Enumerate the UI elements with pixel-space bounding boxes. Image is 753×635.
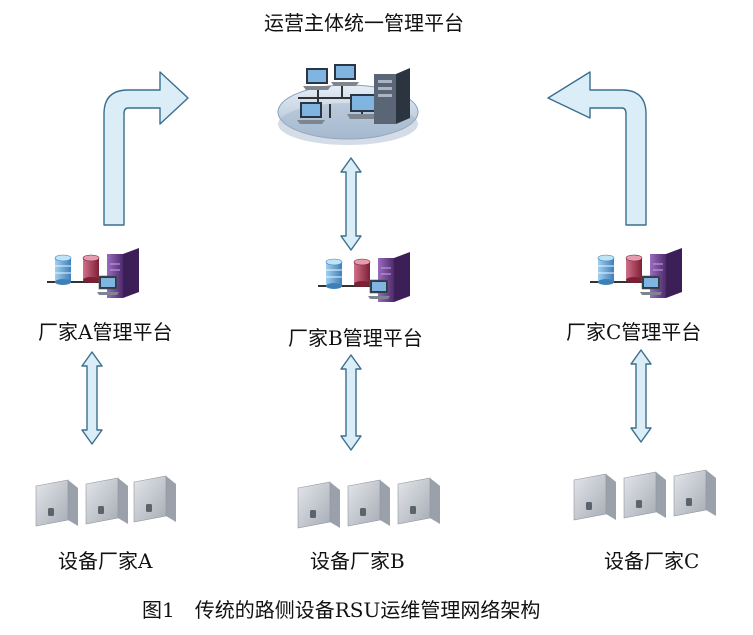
curved-arrow-right bbox=[547, 71, 647, 226]
vendor-c-device-label: 设备厂家C bbox=[604, 549, 700, 573]
rsu-device-icon bbox=[35, 479, 79, 527]
vendor-b-platform-label: 厂家B管理平台 bbox=[288, 326, 423, 350]
monitor-icon bbox=[347, 94, 379, 119]
monitor-icon bbox=[297, 102, 325, 124]
monitor-icon bbox=[331, 64, 359, 86]
vendor-a-platform-label: 厂家A管理平台 bbox=[38, 320, 173, 344]
double-arrow-vendor-a-devices bbox=[81, 351, 103, 445]
vendor-c-devices bbox=[573, 469, 717, 521]
vendor-a-devices bbox=[35, 475, 177, 527]
double-arrow-vendor-b-devices bbox=[340, 354, 362, 451]
rsu-device-icon bbox=[297, 481, 341, 529]
vendor-c-platform-label: 厂家C管理平台 bbox=[566, 320, 702, 344]
vendor-a-platform-cluster bbox=[46, 247, 140, 299]
network-cluster-icon bbox=[298, 84, 386, 118]
rsu-device-icon bbox=[347, 479, 391, 527]
double-arrow-central-vendor-b bbox=[340, 157, 362, 251]
central-platform-cluster bbox=[277, 64, 419, 145]
vendor-a-device-label: 设备厂家A bbox=[58, 549, 153, 573]
server-rack-icon bbox=[374, 68, 410, 124]
rsu-device-icon bbox=[133, 475, 177, 523]
rsu-device-icon bbox=[397, 477, 441, 525]
double-arrow-vendor-c-devices bbox=[630, 349, 652, 443]
monitor-icon bbox=[303, 68, 331, 90]
vendor-b-device-label: 设备厂家B bbox=[310, 549, 405, 573]
vendor-b-devices bbox=[297, 477, 441, 529]
vendor-b-platform-cluster bbox=[317, 251, 411, 303]
figure-caption: 图1 传统的路侧设备RSU运维管理网络架构 bbox=[142, 598, 541, 622]
vendor-c-platform-cluster bbox=[589, 247, 683, 299]
rsu-device-icon bbox=[673, 469, 717, 517]
top-platform-label: 运营主体统一管理平台 bbox=[264, 11, 464, 35]
rsu-device-icon bbox=[623, 471, 667, 519]
rsu-device-icon bbox=[85, 477, 129, 525]
curved-arrow-left bbox=[103, 71, 189, 226]
rsu-device-icon bbox=[573, 473, 617, 521]
